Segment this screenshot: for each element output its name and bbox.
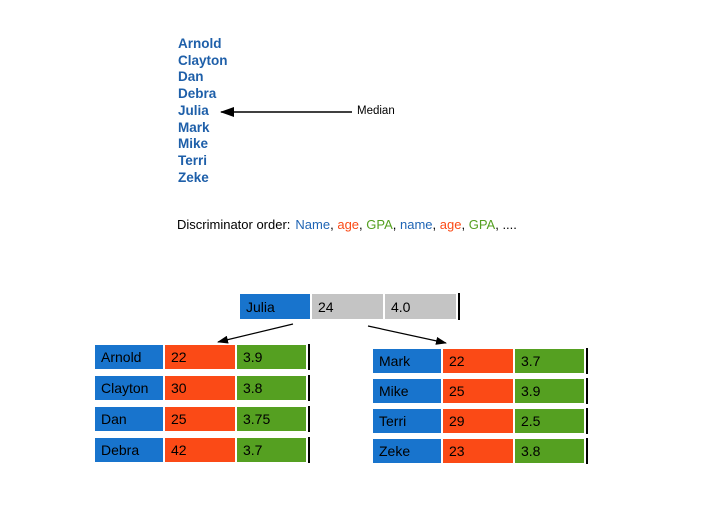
name-cell: Julia (240, 294, 310, 319)
list-item: Mark (178, 119, 210, 135)
separator: , (359, 217, 367, 232)
name-cell: Terri (373, 409, 441, 433)
table-row: Arnold 22 3.9 (95, 344, 310, 370)
cursor-bar (586, 408, 588, 434)
discriminator-prefix: Discriminator order: (177, 217, 291, 232)
table-row: Dan 25 3.75 (95, 406, 310, 432)
name-cell: Clayton (95, 376, 163, 400)
discriminator-order-line: Discriminator order: Name, age, GPA, name… (177, 217, 517, 232)
separator: , (461, 217, 469, 232)
discriminator-word: GPA (366, 217, 393, 232)
gpa-cell: 3.7 (237, 438, 306, 462)
list-item: Zeke (178, 169, 209, 185)
cursor-bar (586, 378, 588, 404)
gpa-cell: 4.0 (385, 294, 456, 319)
name-cell: Zeke (373, 439, 441, 463)
cursor-bar (586, 438, 588, 464)
list-item: Arnold (178, 36, 222, 51)
separator: , (330, 217, 338, 232)
table-row: Mike 25 3.9 (373, 378, 588, 404)
table-row: Clayton 30 3.8 (95, 375, 310, 401)
age-cell: 42 (165, 438, 235, 462)
cursor-bar (308, 344, 310, 370)
table-row: Zeke 23 3.8 (373, 438, 588, 464)
gpa-cell: 2.5 (515, 409, 584, 433)
list-item: Dan (178, 69, 204, 85)
name-cell: Dan (95, 407, 163, 431)
age-cell: 30 (165, 376, 235, 400)
list-item-median: Julia (178, 102, 209, 118)
right-branch-arrow (367, 325, 447, 345)
gpa-cell: 3.8 (515, 439, 584, 463)
gpa-cell: 3.8 (237, 376, 306, 400)
cursor-bar (586, 348, 588, 374)
age-cell: 23 (443, 439, 513, 463)
name-cell: Mark (373, 349, 441, 373)
discriminator-word: name (400, 217, 433, 232)
root-node-record: Julia 24 4.0 (240, 293, 460, 320)
age-cell: 24 (312, 294, 383, 319)
name-cell: Mike (373, 379, 441, 403)
cursor-bar (308, 406, 310, 432)
cursor-bar (308, 375, 310, 401)
list-item: Terri (178, 152, 208, 168)
cursor-bar (308, 437, 310, 463)
discriminator-word: GPA (468, 217, 496, 232)
median-label: Median (357, 105, 395, 117)
age-cell: 25 (165, 407, 235, 431)
list-item: Debra (178, 86, 217, 102)
age-cell: 25 (443, 379, 513, 403)
separator: , (432, 217, 440, 232)
cursor-bar (458, 293, 460, 320)
gpa-cell: 3.9 (237, 345, 306, 369)
discriminator-word: age (337, 217, 360, 232)
gpa-cell: 3.9 (515, 379, 584, 403)
age-cell: 22 (443, 349, 513, 373)
discriminator-word: age (439, 217, 462, 232)
gpa-cell: 3.7 (515, 349, 584, 373)
table-row: Debra 42 3.7 (95, 437, 310, 463)
table-row: Terri 29 2.5 (373, 408, 588, 434)
age-cell: 22 (165, 345, 235, 369)
separator: , (392, 217, 401, 232)
discriminator-suffix: , .... (495, 217, 517, 232)
left-branch-arrow (217, 323, 294, 344)
sorted-names-list: Arnold Clayton Dan Debra Julia Mark Mike… (178, 36, 228, 186)
name-cell: Debra (95, 438, 163, 462)
age-cell: 29 (443, 409, 513, 433)
table-row: Mark 22 3.7 (373, 348, 588, 374)
list-item: Mike (178, 136, 209, 152)
list-item: Clayton (178, 52, 228, 68)
discriminator-word: Name (295, 217, 331, 232)
gpa-cell: 3.75 (237, 407, 306, 431)
name-cell: Arnold (95, 345, 163, 369)
